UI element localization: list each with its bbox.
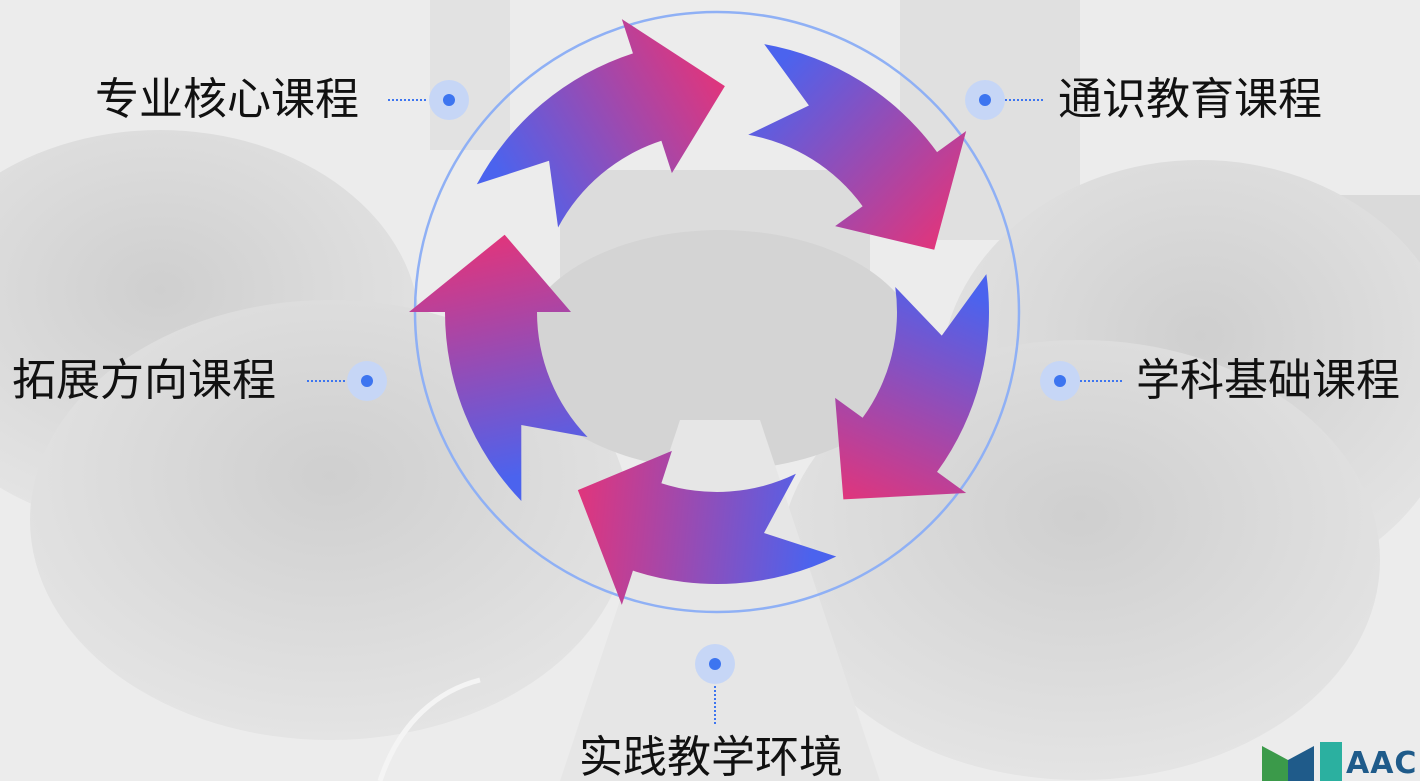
- cycle-arrow-5: [409, 234, 588, 501]
- node-label-mid-right: 学科基础课程: [1136, 355, 1400, 406]
- node-label-top-left: 专业核心课程: [95, 74, 359, 125]
- node-label-mid-left: 拓展方向课程: [12, 355, 276, 406]
- cycle-arrow-3: [835, 274, 990, 500]
- node-label-bottom: 实践教学环境: [579, 732, 843, 781]
- cycle-arrow-2: [748, 44, 967, 250]
- aac-logo: [1262, 742, 1342, 781]
- cycle-arrow-1: [476, 19, 725, 228]
- cycle-arrow-4: [577, 450, 837, 605]
- logo-text: AAC: [1346, 746, 1418, 781]
- node-label-top-right: 通识教育课程: [1058, 74, 1322, 125]
